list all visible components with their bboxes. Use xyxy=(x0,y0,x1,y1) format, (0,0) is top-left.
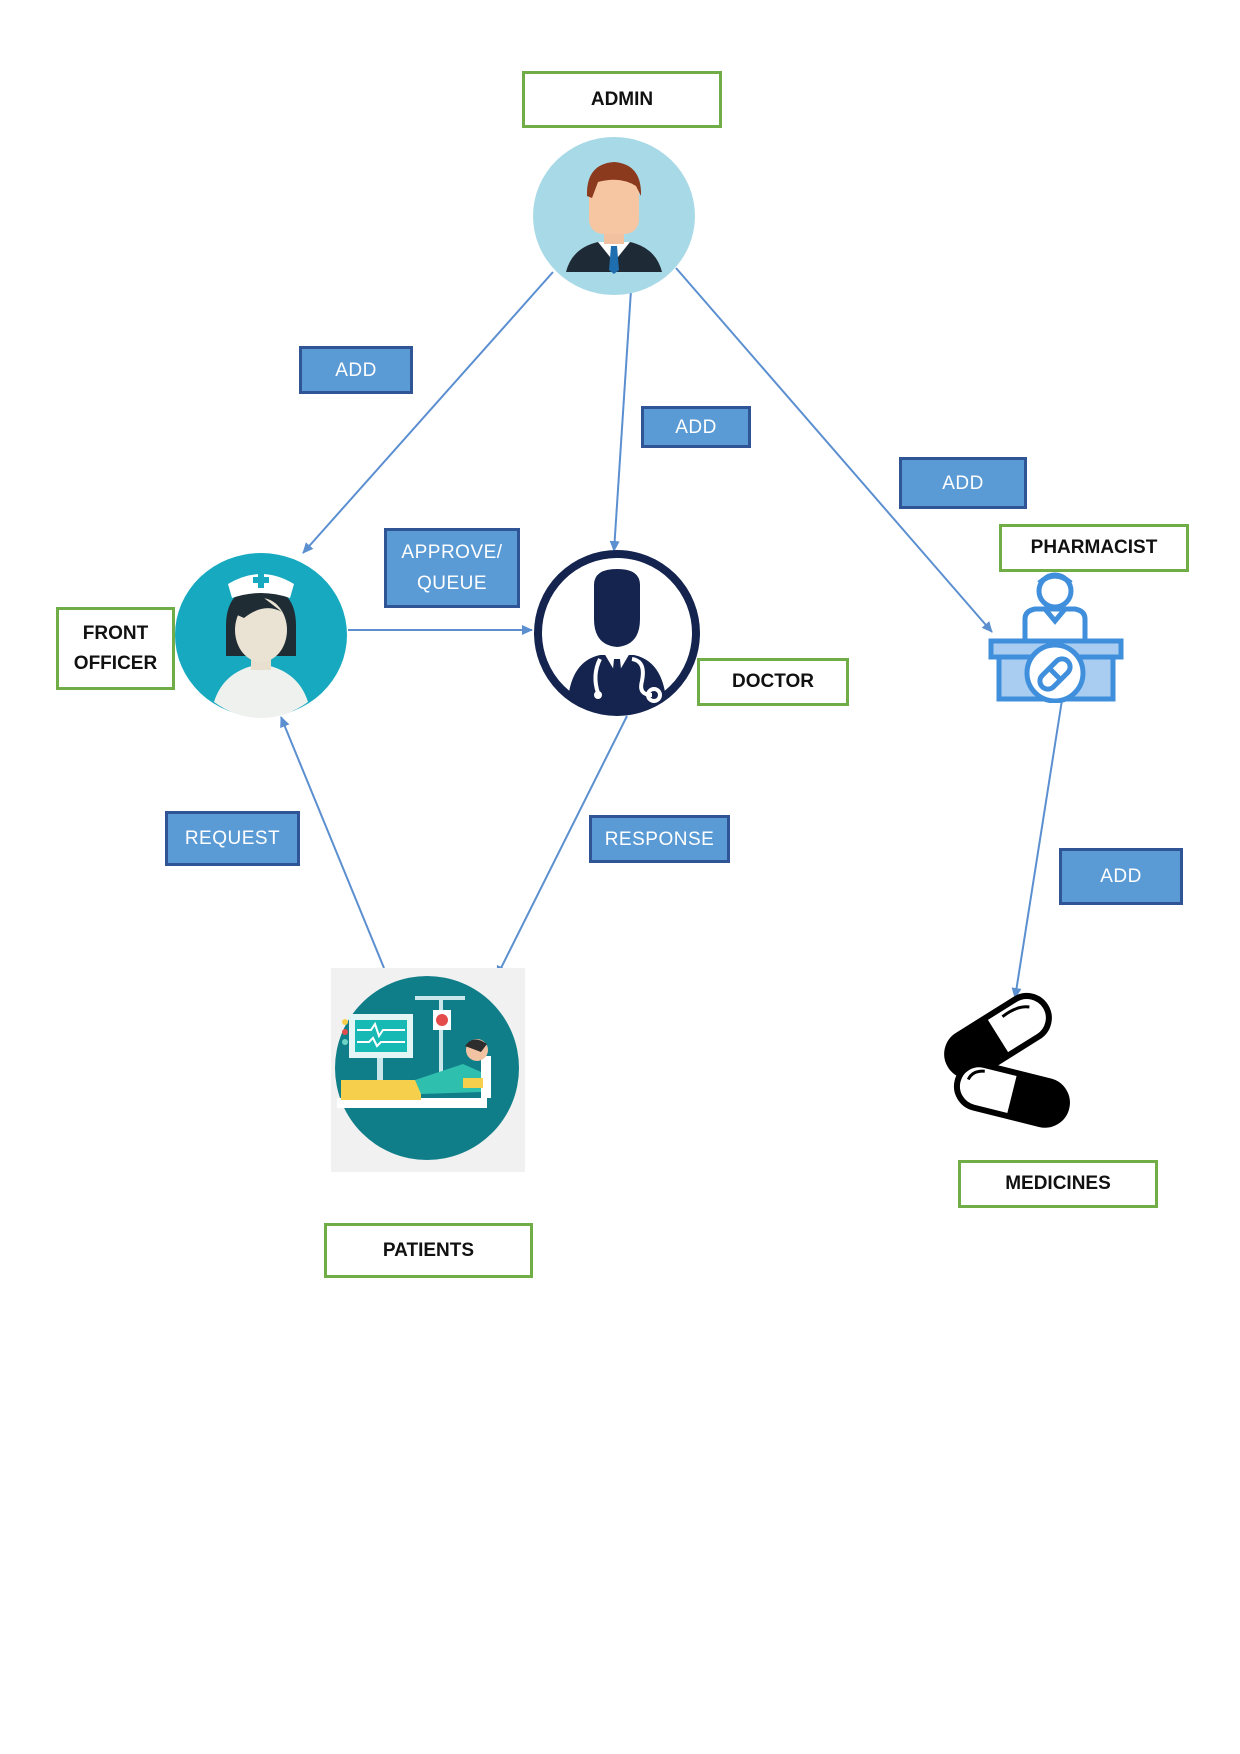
role-front-officer-label-line2: OFFICER xyxy=(73,652,158,674)
role-medicines-label: MEDICINES xyxy=(1005,1173,1111,1194)
edge-label-pharmacist-medicines-text: ADD xyxy=(1100,866,1142,887)
edge-label-approve-queue-line1: APPROVE/ xyxy=(401,542,503,563)
edge-label-admin-front-officer: ADD xyxy=(299,346,413,394)
edge-label-response-text: RESPONSE xyxy=(604,828,715,850)
role-patients-label: PATIENTS xyxy=(382,1239,475,1261)
role-pharmacist: PHARMACIST xyxy=(999,524,1189,572)
edge-label-approve-queue: APPROVE/ QUEUE xyxy=(384,528,520,608)
edge-label-admin-pharmacist-text: ADD xyxy=(942,472,984,494)
arrow-admin-doctor xyxy=(609,289,632,552)
role-medicines: MEDICINES xyxy=(958,1160,1158,1208)
edge-label-request-text: REQUEST xyxy=(184,828,281,849)
capsules-icon xyxy=(944,992,1070,1128)
edge-label-admin-doctor-text: ADD xyxy=(675,416,717,438)
pharmacist-icon xyxy=(988,572,1124,703)
arrow-doctor-patients xyxy=(496,715,628,977)
nurse-icon xyxy=(175,553,347,718)
edge-label-approve-queue-line2: QUEUE xyxy=(416,573,488,594)
edge-label-response: RESPONSE xyxy=(589,815,730,863)
edge-label-pharmacist-medicines: ADD xyxy=(1059,848,1183,905)
arrow-admin-pharmacist xyxy=(675,267,993,633)
arrow-pharmacist-medicines xyxy=(1011,699,1063,999)
admin-avatar-icon xyxy=(533,137,695,295)
role-pharmacist-label: PHARMACIST xyxy=(1030,537,1158,558)
patient-bed-icon xyxy=(331,968,525,1172)
arrow-admin-front-officer xyxy=(302,271,554,554)
role-front-officer: FRONT OFFICER xyxy=(56,607,175,690)
edge-label-admin-pharmacist: ADD xyxy=(899,457,1027,509)
edge-label-admin-front-officer-text: ADD xyxy=(335,359,377,381)
role-front-officer-label-line1: FRONT xyxy=(82,622,149,644)
edge-label-admin-doctor: ADD xyxy=(641,406,751,448)
role-doctor-label: DOCTOR xyxy=(732,671,814,692)
arrow-patients-front-officer xyxy=(280,716,385,969)
role-admin: ADMIN xyxy=(522,71,722,128)
role-admin-label: ADMIN xyxy=(590,88,654,110)
role-patients: PATIENTS xyxy=(324,1223,533,1278)
edge-label-request: REQUEST xyxy=(165,811,300,866)
role-doctor: DOCTOR xyxy=(697,658,849,706)
doctor-icon xyxy=(534,550,700,716)
